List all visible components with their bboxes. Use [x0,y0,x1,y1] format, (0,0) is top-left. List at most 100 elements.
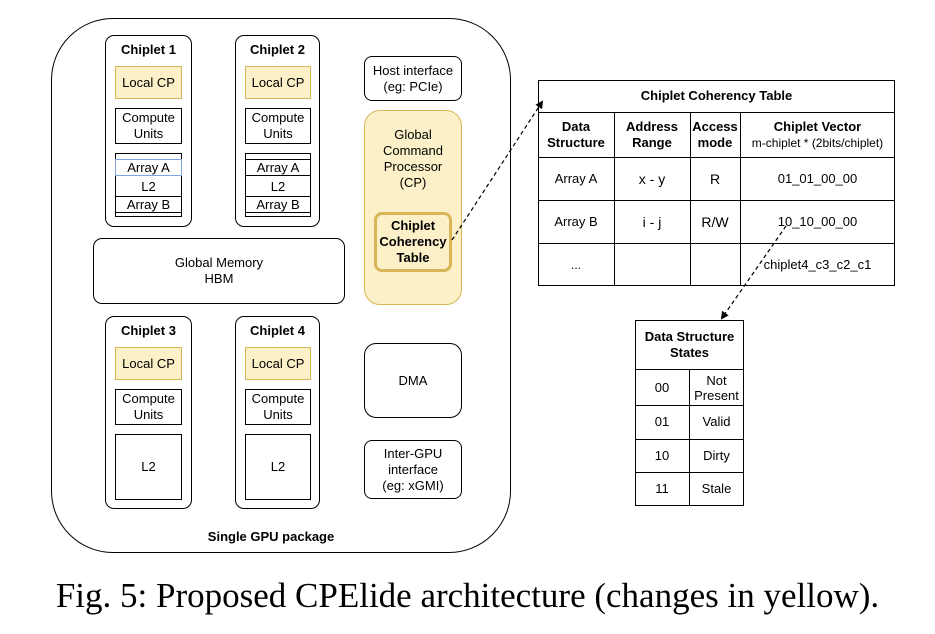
state-code: 10 [654,447,670,463]
array-b-label: Array B [126,196,171,212]
states-title-line: States [669,344,710,360]
compute-units: Compute Units [115,389,182,425]
header-access-mode: Access mode [690,113,740,157]
state-name: Not Present [689,370,744,405]
global-cp-line: Command [383,143,443,158]
chiplet-coherency-table-block: Chiplet Coherency Table [374,212,452,272]
inter-gpu-line: (eg: xGMI) [382,477,444,493]
global-cp-line: Global [394,127,432,142]
coherency-table [538,80,895,286]
header-address-range: Address Range [614,113,690,157]
state-code: 00 [654,379,670,395]
local-cp-label: Local CP [122,355,175,371]
chiplet-title: Chiplet 2 [250,42,305,57]
global-memory-line1: Global Memory [174,255,264,270]
table-divider [740,113,741,286]
global-memory: Global Memory HBM [93,238,345,304]
state-name-line: Not [706,372,727,388]
local-cp: Local CP [245,66,311,99]
global-cp-line: Processor [383,159,443,174]
table-cell: Array A [554,170,598,186]
global-command-processor [364,110,462,305]
array-b: Array B [245,196,311,213]
l2-label: L2 [270,459,286,474]
state-name: Stale [701,481,732,496]
compute-units-label: Compute Units [122,391,175,422]
table-cell: ... [570,257,581,272]
host-interface-line1: Host interface [372,62,454,78]
local-cp-label: Local CP [251,355,305,371]
l2-cache: L2 [115,434,182,500]
package-label: Single GPU package [207,529,335,544]
dma-label: DMA [398,372,428,388]
l2-label: L2 [270,178,286,194]
table-cell: 10_10_00_00 [777,213,858,229]
header-data-structure: Data Structure [538,113,614,157]
local-cp: Local CP [115,347,182,380]
chiplet-title: Chiplet 3 [121,323,176,338]
coherency-block-line: Table [396,250,430,265]
state-name-line: Present [694,387,739,403]
compute-units-label: Compute Units [251,110,305,141]
arrow-to-states-table [720,225,787,320]
dma: DMA [364,343,462,418]
coherency-block-line: Chiplet [390,218,436,233]
l2-cache: L2 [245,434,311,500]
global-memory-line2: HBM [204,271,234,286]
state-name: Valid [702,414,731,429]
host-interface: Host interface (eg: PCIe) [364,56,462,101]
table-cell: 01_01_00_00 [777,170,858,186]
table-divider [635,405,744,406]
header-line: Range [632,135,672,150]
chiplet-title: Chiplet 4 [250,323,305,338]
table-divider [690,113,691,286]
states-title-line: Data Structure [644,328,735,344]
states-table-title: Data Structure States [635,320,744,370]
inter-gpu-interface: Inter-GPU interface (eg: xGMI) [364,440,462,499]
coherency-table-title: Chiplet Coherency Table [538,80,895,113]
compute-units-label: Compute Units [251,391,305,422]
state-name: Dirty [703,447,730,463]
table-cell: i - j [642,213,662,230]
table-cell: chiplet4_c3_c2_c1 [763,256,872,272]
figure-caption: Fig. 5: Proposed CPElide architecture (c… [55,576,880,615]
compute-units: Compute Units [245,108,311,144]
array-a: Array A [245,159,311,176]
global-cp-line: (CP) [399,175,427,190]
arrow-to-coherency-table [451,100,544,241]
state-code: 11 [655,481,669,496]
table-cell: R/W [701,213,729,230]
local-cp-label: Local CP [251,74,305,90]
table-cell: x - y [638,170,666,187]
chiplet-title: Chiplet 1 [121,42,176,57]
global-cp-label: Global Command Processor (CP) [364,127,462,191]
local-cp: Local CP [245,347,311,380]
compute-units: Compute Units [245,389,311,425]
l2-label: L2 [141,178,156,194]
header-line: Structure [547,135,605,150]
local-cp-label: Local CP [122,74,175,90]
table-divider [689,370,690,506]
inter-gpu-line: Inter-GPU [383,445,443,461]
table-cell: R [709,170,721,187]
l2-label: L2 [141,459,156,474]
host-interface-line2: (eg: PCIe) [383,78,443,94]
coherency-block-line: Coherency [379,234,447,249]
table-divider [538,200,895,201]
header-line: Chiplet Vector [773,119,862,134]
inter-gpu-line: interface [388,461,438,477]
array-a-label: Array A [256,159,300,175]
compute-units: Compute Units [115,108,182,144]
table-cell: Array B [554,213,598,229]
table-divider [538,157,895,158]
header-chiplet-vector: Chiplet Vector m-chiplet * (2bits/chiple… [740,113,895,157]
compute-units-label: Compute Units [122,110,175,141]
table-divider [614,113,615,286]
array-b: Array B [115,196,182,213]
array-b-label: Array B [256,196,300,212]
array-a: Array A [115,159,182,176]
table-divider [635,472,744,473]
table-divider [635,439,744,440]
header-line: mode [697,135,733,150]
